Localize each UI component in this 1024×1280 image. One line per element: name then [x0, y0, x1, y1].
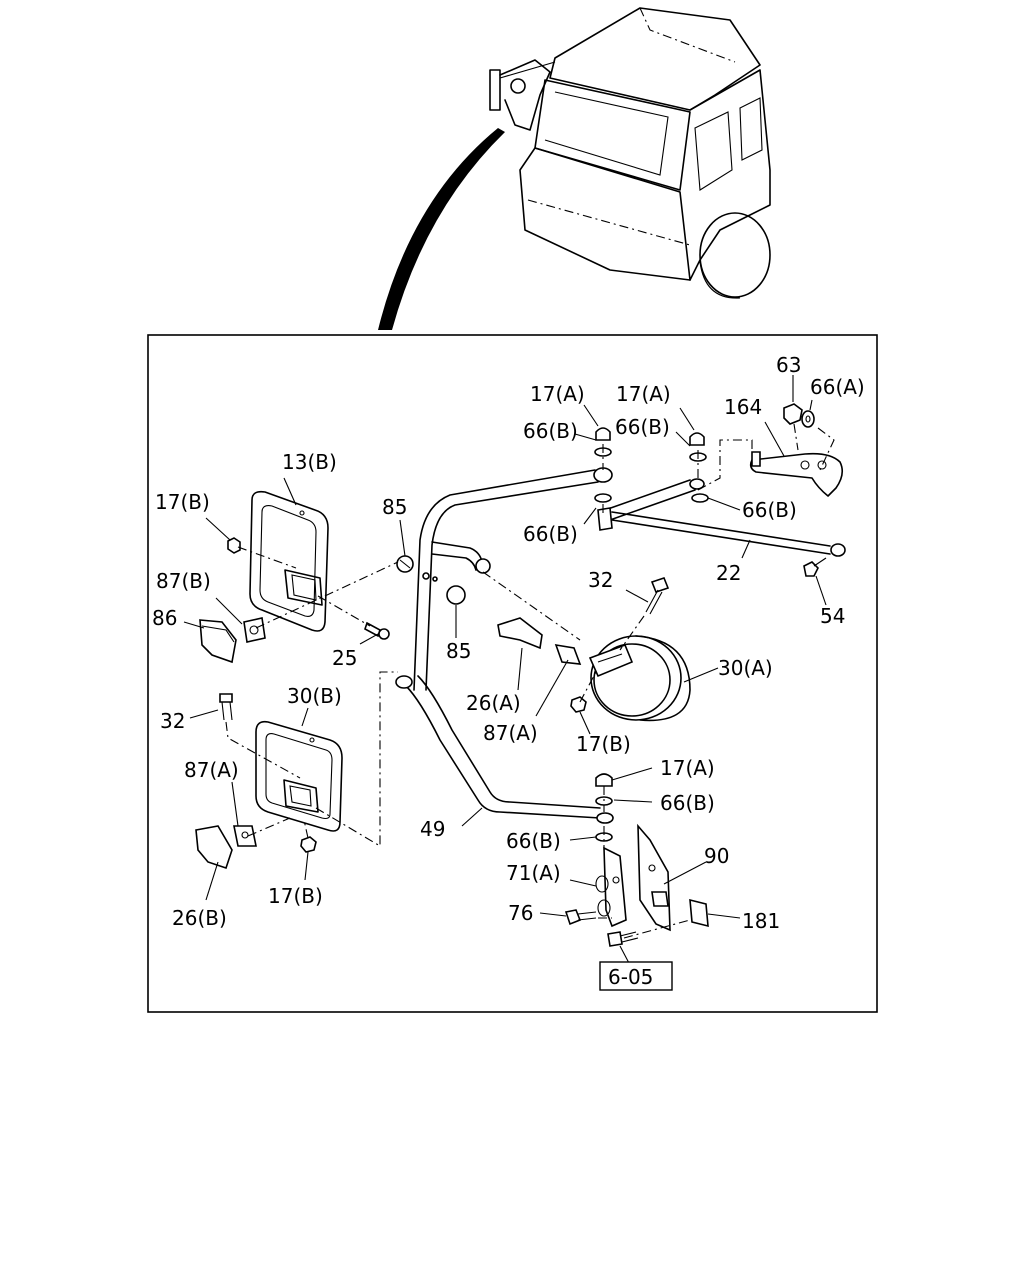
label-66b-lower-left: 66(B)	[506, 829, 561, 853]
mirror-30a	[588, 635, 691, 722]
label-49: 49	[420, 817, 445, 841]
arm-164	[749, 451, 844, 497]
label-22: 22	[716, 561, 741, 585]
nut-17b-right	[570, 696, 587, 713]
stay-49	[395, 467, 614, 824]
label-66b-mid: 66(B)	[523, 522, 578, 546]
mirror-30b	[255, 720, 343, 832]
label-26b: 26(B)	[172, 906, 227, 930]
label-25: 25	[332, 646, 357, 670]
label-66b-right: 66(B)	[742, 498, 797, 522]
label-17a-lower: 17(A)	[660, 756, 715, 780]
label-66b-top-right: 66(B)	[615, 415, 670, 439]
bracket-71a	[595, 846, 627, 928]
label-66b-lower-right: 66(B)	[660, 791, 715, 815]
label-87a-right: 87(A)	[483, 721, 538, 745]
label-86: 86	[152, 606, 177, 630]
truck-cab-illustration	[378, 7, 771, 330]
cover-26a	[497, 617, 543, 650]
label-87a-left: 87(A)	[184, 758, 239, 782]
washer-66b-3	[691, 493, 709, 503]
cap-85-upper	[396, 555, 414, 573]
label-17a-left: 17(A)	[530, 382, 585, 406]
label-32-right: 32	[588, 568, 613, 592]
cap-85-lower	[446, 585, 466, 605]
label-90: 90	[704, 844, 729, 868]
mirror-13b	[249, 490, 329, 632]
bracket-87b	[243, 617, 266, 643]
bolt-54	[803, 557, 827, 577]
washer-66b-4	[594, 493, 612, 503]
label-17b-lower: 17(B)	[268, 884, 323, 908]
reference-label: 6-05	[608, 965, 653, 989]
label-76: 76	[508, 901, 533, 925]
bolt-32-left	[219, 693, 233, 721]
bracket-90	[637, 823, 671, 932]
callout-labels: 17(A) 17(A) 66(B) 66(B) 63 66(A) 164 66(…	[152, 353, 865, 933]
label-30a: 30(A)	[718, 656, 773, 680]
label-13b: 13(B)	[282, 450, 337, 474]
cap-nut-17a-lower	[595, 773, 613, 787]
plate-181	[689, 898, 709, 928]
bracket-87a-left	[233, 825, 257, 847]
bolt-32-right	[645, 577, 670, 615]
label-32-left: 32	[160, 709, 185, 733]
cover-86	[199, 619, 237, 664]
cap-nut-17a-left	[595, 427, 611, 441]
screw-25	[364, 621, 390, 640]
label-164: 164	[724, 395, 762, 419]
nut-63	[783, 403, 803, 425]
label-17b-right: 17(B)	[576, 732, 631, 756]
nut-17b-lower	[300, 836, 317, 853]
label-85-lower: 85	[446, 639, 471, 663]
washer-66a	[801, 410, 815, 428]
label-30b: 30(B)	[287, 684, 342, 708]
label-66a: 66(A)	[810, 375, 865, 399]
detail-frame	[147, 334, 878, 1013]
leader-lines	[183, 375, 827, 966]
bracket-87a-right	[554, 643, 582, 665]
cap-nut-17a-right	[689, 432, 705, 446]
nut-17b-upper	[227, 537, 241, 554]
bolt-6-05	[607, 931, 639, 947]
label-85-upper: 85	[382, 495, 407, 519]
cover-26b	[195, 825, 233, 870]
label-26a: 26(A)	[466, 691, 521, 715]
label-54: 54	[820, 604, 845, 628]
label-17a-right: 17(A)	[616, 382, 671, 406]
assembly-lines	[225, 423, 835, 939]
label-66b-top-left: 66(B)	[523, 419, 578, 443]
stay-22	[597, 478, 846, 557]
reference-box: 6-05	[599, 961, 673, 991]
bolt-76	[564, 909, 597, 926]
label-87b: 87(B)	[156, 569, 211, 593]
label-71a: 71(A)	[506, 861, 561, 885]
label-181: 181	[742, 909, 780, 933]
label-17b-upper: 17(B)	[155, 490, 210, 514]
label-63: 63	[776, 353, 801, 377]
